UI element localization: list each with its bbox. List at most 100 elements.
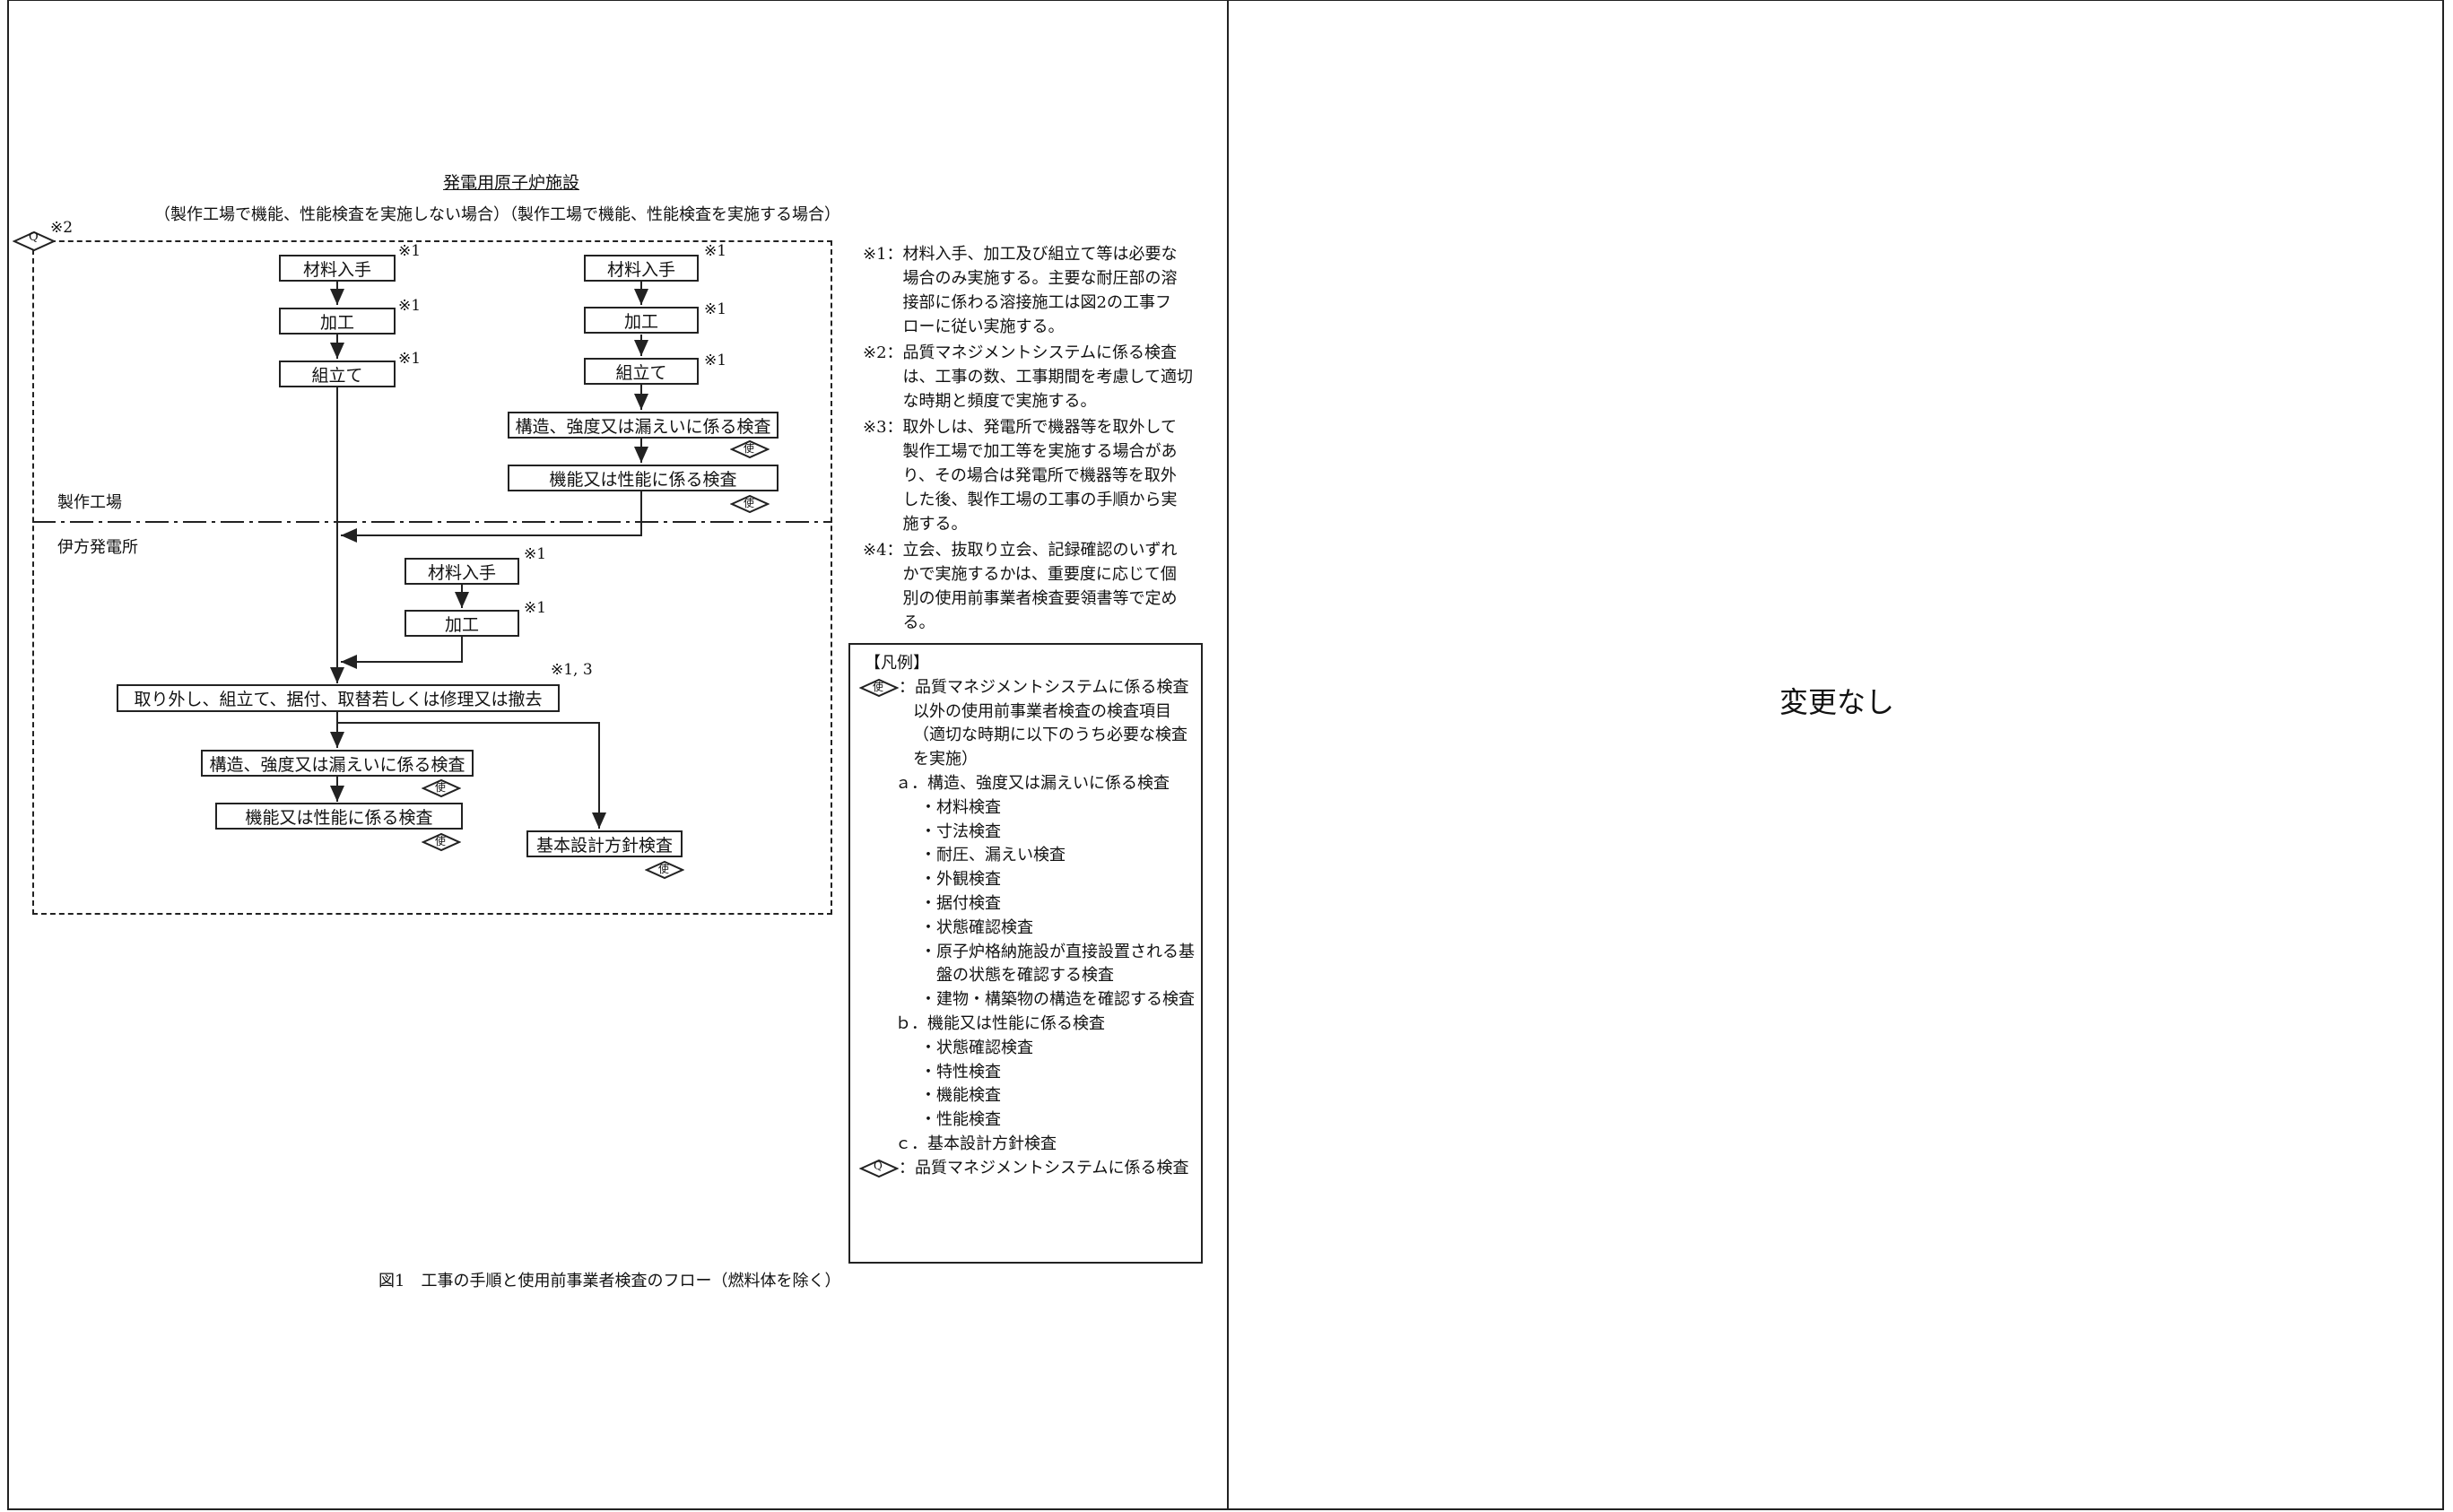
- legend-line: 以外の使用前事業者検査の検査項目: [913, 701, 1171, 721]
- legend-b-items: ・状態確認検査 ・特性検査 ・機能検査 ・性能検査: [920, 1037, 1196, 1133]
- use-inspection-symbol: [422, 832, 461, 852]
- note-line: 施する。: [902, 515, 968, 534]
- note-mark-1: ※1: [398, 350, 422, 368]
- legend-line: ：品質マネジメントシステムに係る検査: [899, 1158, 1189, 1177]
- diagram-subtitle: （製作工場で機能、性能検査を実施しない場合）（製作工場で機能、性能検査を実施する…: [154, 205, 840, 224]
- use-inspection-symbol: [859, 678, 899, 697]
- note-mark: ※1：: [863, 245, 903, 264]
- qms-symbol-label: Q: [874, 1159, 883, 1172]
- note-line: な時期と頻度で実施する。: [902, 392, 1097, 411]
- use-symbol-label: 使: [435, 781, 447, 794]
- note-mark-2: ※2: [50, 219, 74, 237]
- flow-plant-structure-inspection: 構造、強度又は漏えいに係る検査: [201, 750, 474, 777]
- page-frame: [7, 0, 2444, 1510]
- flow-plant-material: 材料入手: [404, 558, 519, 585]
- legend-item: ・機能検査: [920, 1086, 1001, 1106]
- plant-label: 伊方発電所: [57, 538, 138, 557]
- flow-right-function-inspection: 機能又は性能に係る検査: [508, 465, 779, 491]
- legend-b-title: ｂ．機能又は性能に係る検査: [895, 1013, 1105, 1033]
- flow-left-material: 材料入手: [279, 255, 396, 282]
- qms-dashed-boundary: [32, 240, 832, 915]
- note-line: ローに従い実施する。: [902, 317, 1065, 336]
- use-inspection-symbol: [422, 778, 461, 798]
- note-mark-1: ※1: [704, 242, 727, 260]
- legend-line: を実施）: [913, 750, 978, 769]
- legend-item: ・原子炉格納施設が直接設置される基: [920, 942, 1195, 961]
- use-symbol-label: 使: [744, 497, 755, 509]
- legend-item: ・状態確認検査: [920, 917, 1033, 937]
- legend-item: ・状態確認検査: [920, 1038, 1033, 1057]
- note-line: 材料入手、加工及び組立て等は必要な: [902, 245, 1178, 264]
- legend-line: ：品質マネジメントシステムに係る検査: [899, 677, 1189, 697]
- flow-left-assembly: 組立て: [279, 361, 396, 387]
- legend-item: ・特性検査: [920, 1062, 1001, 1082]
- note-4: ※4： 立会、抜取り立会、記録確認のいずれ かで実施するかは、重要度に応じて個 …: [863, 538, 1196, 635]
- note-line: 別の使用前事業者検査要領書等で定め: [902, 589, 1178, 608]
- note-mark-1: ※1: [398, 242, 422, 260]
- note-line: かで実施するかは、重要度に応じて個: [902, 565, 1177, 584]
- note-3: ※3： 取外しは、発電所で機器等を取外して 製作工場で加工等を実施する場合があ …: [863, 415, 1196, 536]
- qms-symbol-label: Q: [29, 230, 39, 244]
- panel-divider: [1227, 0, 1229, 1510]
- note-mark: ※3：: [863, 418, 903, 437]
- use-inspection-symbol: [645, 860, 684, 880]
- qms-inspection-symbol: [859, 1159, 899, 1177]
- note-mark-1-3: ※1, 3: [551, 661, 593, 679]
- note-line: 接部に係わる溶接施工は図2の工事フ: [902, 293, 1171, 312]
- note-2: ※2： 品質マネジメントシステムに係る検査 は、工事の数、工事期間を考慮して適切…: [863, 341, 1196, 413]
- flow-plant-processing: 加工: [404, 610, 519, 637]
- use-inspection-symbol: [730, 494, 770, 514]
- note-line: は、工事の数、工事期間を考慮して適切: [902, 368, 1194, 387]
- flow-left-processing: 加工: [279, 308, 396, 335]
- right-panel: 変更なし: [1229, 0, 2444, 1510]
- note-line: 品質マネジメントシステムに係る検査: [902, 343, 1178, 362]
- legend-a-title: ａ．構造、強度又は漏えいに係る検査: [895, 773, 1170, 793]
- legend-item: ・外観検査: [920, 870, 1001, 890]
- note-1: ※1： 材料入手、加工及び組立て等は必要な 場合のみ実施する。主要な耐圧部の溶 …: [863, 242, 1196, 339]
- flow-right-assembly: 組立て: [584, 358, 699, 385]
- use-symbol-label: 使: [658, 863, 670, 875]
- legend-item: ・建物・構築物の構造を確認する検査: [920, 990, 1195, 1010]
- flow-plant-work: 取り外し、組立て、据付、取替若しくは修理又は撤去: [117, 684, 560, 712]
- note-mark: ※2：: [863, 343, 903, 362]
- note-mark-1: ※1: [704, 352, 727, 369]
- legend-line: （適切な時期に以下のうち必要な検査: [913, 726, 1187, 745]
- note-line: 立会、抜取り立会、記録確認のいずれ: [902, 541, 1178, 560]
- use-symbol-label: 使: [435, 835, 447, 847]
- legend-use-entry: 使 ：品質マネジメントシステムに係る検査 以外の使用前事業者検査の検査項目 （適…: [859, 676, 1196, 772]
- legend-c-title: ｃ．基本設計方針検査: [895, 1134, 1057, 1153]
- note-mark-1: ※1: [524, 599, 547, 617]
- note-line: した後、製作工場の工事の手順から実: [902, 491, 1178, 509]
- qms-inspection-symbol: [13, 230, 56, 252]
- legend-title: 【凡例】: [865, 654, 929, 673]
- flow-arrows: [330, 281, 648, 829]
- note-line: 製作工場で加工等を実施する場合があ: [902, 442, 1178, 461]
- flow-plant-function-inspection: 機能又は性能に係る検査: [215, 803, 463, 830]
- factory-plant-boundary: [32, 521, 832, 523]
- use-symbol-label: 使: [873, 680, 884, 693]
- use-symbol-label: 使: [744, 442, 755, 455]
- flow-right-processing: 加工: [584, 307, 699, 334]
- legend-item: ・耐圧、漏えい検査: [920, 846, 1066, 865]
- note-line: 場合のみ実施する。主要な耐圧部の溶: [902, 269, 1178, 288]
- no-change-text: 変更なし: [1779, 685, 1895, 719]
- legend-item: ・寸法検査: [920, 821, 1001, 841]
- legend-item: 盤の状態を確認する検査: [936, 966, 1114, 986]
- note-mark-1: ※1: [398, 297, 422, 315]
- legend-box: 【凡例】 使 ：品質マネジメントシステムに係る検査 以外の使用前事業者検査の検査…: [848, 643, 1203, 1264]
- factory-label: 製作工場: [57, 493, 122, 512]
- legend-a-items: ・材料検査 ・寸法検査 ・耐圧、漏えい検査 ・外観検査 ・据付検査 ・状態確認検…: [920, 796, 1196, 1012]
- figure-caption: 図1 工事の手順と使用前事業者検査のフロー（燃料体を除く）: [378, 1272, 841, 1290]
- flow-right-structure-inspection: 構造、強度又は漏えいに係る検査: [508, 412, 779, 439]
- note-line: 取外しは、発電所で機器等を取外して: [902, 418, 1178, 437]
- note-mark-1: ※1: [524, 545, 547, 563]
- legend-item: ・据付検査: [920, 893, 1001, 913]
- use-inspection-symbol: [730, 439, 770, 459]
- note-line: る。: [902, 613, 935, 632]
- legend-item: ・性能検査: [920, 1110, 1001, 1130]
- legend-q-entry: Q ：品質マネジメントシステムに係る検査: [859, 1157, 1196, 1181]
- flow-right-material: 材料入手: [584, 255, 699, 282]
- note-mark-1: ※1: [704, 300, 727, 318]
- diagram-title: 発電用原子炉施設: [443, 173, 580, 193]
- note-mark: ※4：: [863, 541, 903, 560]
